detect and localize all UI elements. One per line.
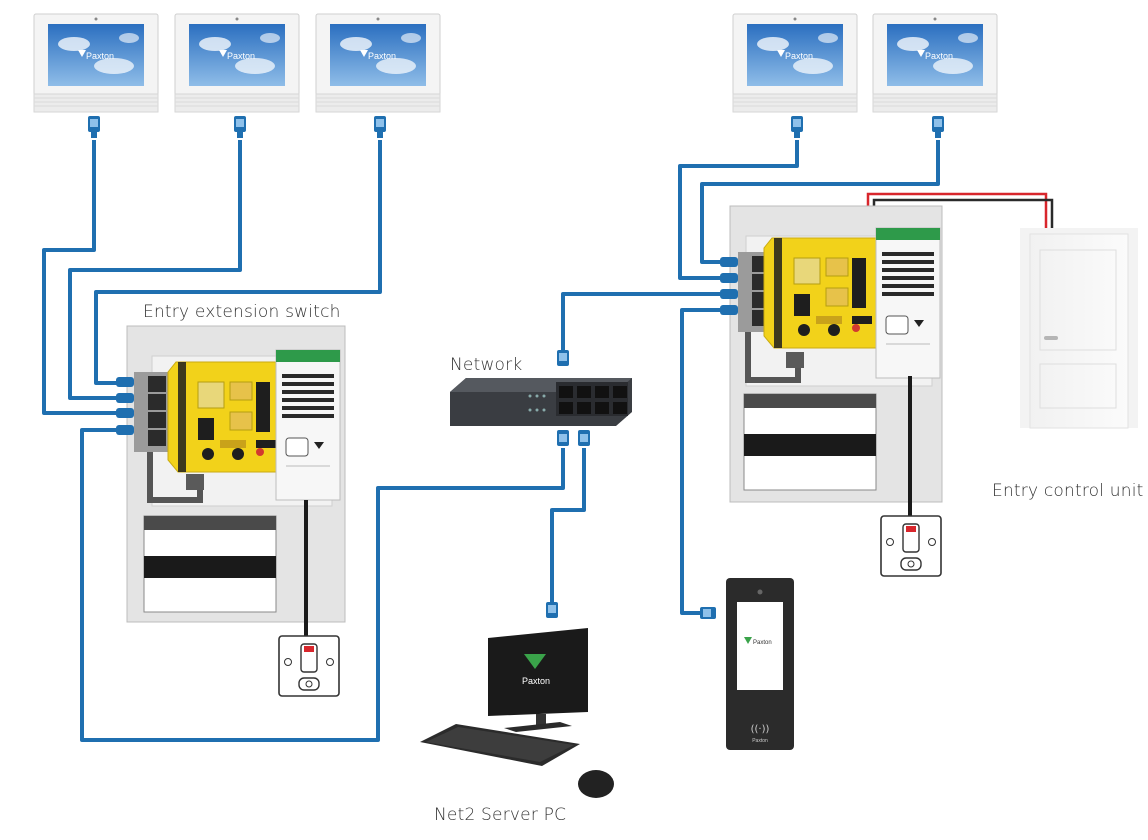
entry-extension-switch — [116, 325, 346, 623]
cable-network-to-acu — [561, 292, 722, 358]
cable-monitor-4 — [678, 140, 799, 280]
rj45-connector-icon — [791, 116, 803, 138]
entry-extension-switch-label: Entry extension switch — [143, 302, 341, 322]
rj45-connector-icon — [557, 350, 569, 366]
panel-brand: Paxton — [753, 640, 772, 646]
entry-control-unit — [720, 205, 943, 503]
monitor-5: Paxton — [872, 13, 998, 113]
keyboard-icon — [420, 724, 580, 766]
rj45-connector-icon — [932, 116, 944, 138]
battery-icon — [143, 515, 277, 613]
monitor-brand: Paxton — [785, 51, 813, 61]
cable-acu-to-panel — [680, 308, 722, 615]
entry-panel-icon: Paxton ((·)) Paxton — [726, 578, 794, 750]
pc-monitor-icon: Paxton — [488, 628, 588, 732]
monitor-brand: Paxton — [86, 51, 114, 61]
monitor-brand: Paxton — [925, 51, 953, 61]
server-pc-label: Net2 Server PC — [434, 805, 567, 825]
monitor-1: Paxton — [33, 13, 159, 113]
svg-text:((·)): ((·)) — [751, 724, 770, 735]
battery-icon — [743, 393, 877, 491]
panel-brand-lower: Paxton — [752, 738, 768, 744]
cable-monitor-5 — [700, 140, 940, 264]
monitor-brand: Paxton — [368, 51, 396, 61]
mouse-icon — [578, 770, 614, 798]
rj45-connector-icon — [557, 430, 590, 446]
rj45-connector-icon — [546, 602, 558, 618]
network-switch-icon — [450, 378, 632, 426]
rj45-connector-icon — [700, 607, 716, 619]
network-label: Network — [450, 355, 523, 375]
rj45-connector-icon — [374, 116, 386, 138]
pc-brand: Paxton — [522, 676, 550, 686]
cable-monitor-2 — [68, 140, 242, 400]
power-supply-icon — [875, 227, 941, 379]
monitor-4: Paxton — [732, 13, 858, 113]
cable-ext-to-network — [80, 428, 565, 742]
door-icon — [1020, 228, 1138, 429]
wall-socket-icon — [278, 635, 340, 697]
rj45-connector-icon — [234, 116, 246, 138]
monitor-2: Paxton — [174, 13, 300, 113]
cable-network-to-pc — [550, 448, 586, 604]
monitor-3: Paxton — [315, 13, 441, 113]
switch-ports — [134, 372, 170, 452]
power-supply-icon — [275, 349, 341, 501]
ethernet-cables — [42, 140, 940, 742]
cable-monitor-3 — [94, 140, 382, 385]
wall-socket-icon — [880, 515, 942, 577]
controller-board-icon — [763, 237, 893, 349]
monitor-brand: Paxton — [227, 51, 255, 61]
rj45-connector-icon — [88, 116, 100, 138]
entry-control-unit-label: Entry control unit — [992, 481, 1144, 501]
cable-monitor-1 — [42, 140, 120, 415]
